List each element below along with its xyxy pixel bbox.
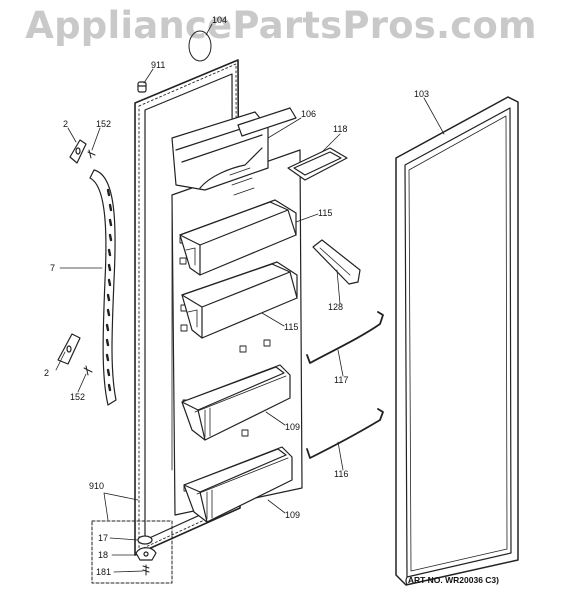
leader-109b (267, 499, 286, 514)
leader-911 (143, 68, 154, 84)
leader-17 (109, 537, 139, 541)
art-number: (ART NO. WR20036 C3) (405, 575, 499, 585)
leader-115a (295, 213, 319, 223)
leader-152a (91, 127, 101, 151)
part-label-911: 911 (151, 60, 166, 70)
part-label-2-bottom: 2 (44, 368, 50, 378)
handle-cap-bottom-shape (57, 333, 81, 365)
door-bin-upper-shape (179, 199, 297, 276)
part-label-181: 181 (96, 567, 112, 577)
leader-118 (321, 133, 341, 153)
shelf-bar-upper-shape (306, 311, 384, 364)
leader-128 (336, 269, 341, 305)
part-label-103: 103 (414, 89, 430, 99)
door-shelf-upper-shape (181, 364, 291, 441)
leader-109a (265, 411, 286, 426)
leader-115b (261, 312, 285, 327)
leader-116 (337, 441, 344, 471)
part-label-109-lower: 109 (285, 510, 301, 520)
leader-2b (55, 351, 66, 371)
part-label-109-upper: 109 (285, 422, 301, 432)
part-label-152-bottom: 152 (70, 392, 86, 402)
part-label-152-top: 152 (96, 119, 112, 129)
part-label-17: 17 (98, 533, 109, 543)
part-label-118: 118 (333, 124, 348, 134)
door-handle-shape (89, 169, 117, 406)
part-label-7: 7 (50, 263, 56, 273)
leader-910 (103, 492, 139, 521)
part-label-116: 116 (334, 469, 349, 479)
leader-181 (113, 570, 144, 573)
handle-screw-bottom-shape (83, 365, 93, 376)
part-label-115-upper: 115 (318, 208, 333, 218)
door-shelf-lower-shape (183, 446, 293, 523)
part-label-910: 910 (89, 481, 105, 491)
leader-103 (423, 97, 445, 135)
dairy-bin-cover-shape (287, 147, 348, 181)
part-label-115-lower: 115 (284, 322, 299, 332)
leader-152b (77, 373, 87, 393)
leader-117 (337, 349, 344, 377)
handle-cap-top-shape (69, 139, 87, 164)
leader-104 (205, 23, 213, 36)
door-gasket-shape (395, 96, 519, 586)
leader-106 (267, 117, 302, 139)
part-label-117: 117 (334, 375, 349, 385)
part-label-128: 128 (328, 302, 344, 312)
hinge-kit-box (91, 520, 173, 584)
hinge-bracket-shape (135, 535, 157, 576)
dairy-door-shape (171, 107, 297, 196)
handle-screw-top-shape (87, 149, 96, 159)
shelf-bar-lower-shape (306, 408, 384, 459)
part-label-2-top: 2 (63, 119, 69, 129)
part-label-18: 18 (98, 550, 109, 560)
leader-2a (67, 127, 77, 143)
watermark: AppliancePartsPros.com (25, 4, 537, 47)
hinge-plug-shape (137, 81, 147, 93)
door-bin-lower-shape (181, 261, 298, 339)
seal-loop-shape (188, 30, 212, 62)
bin-end-cap-shape (312, 239, 361, 285)
part-label-106: 106 (301, 109, 317, 119)
part-label-104: 104 (212, 15, 228, 25)
